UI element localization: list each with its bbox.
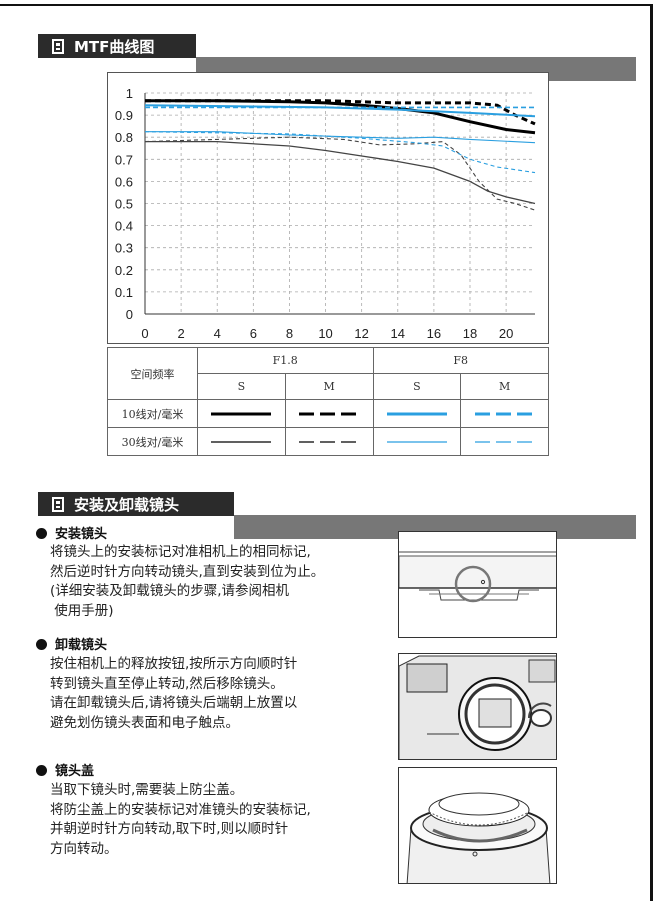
y-tick-label: 0 [126, 307, 133, 322]
y-tick-label: 0.5 [115, 197, 133, 212]
y-tick-label: 0.3 [115, 241, 133, 256]
y-tick-label: 0.2 [115, 263, 133, 278]
x-tick-label: 16 [427, 326, 441, 341]
sample-f8-s-30 [372, 427, 462, 456]
lens-cap-illustration [399, 768, 556, 883]
mtf-series-line [144, 104, 536, 118]
detach-subheading: 卸载镜头 [36, 634, 107, 653]
sample-f18-s-10 [197, 399, 286, 428]
detach-line: 请在卸载镜头后,请将镜头后端朝上放置以 [50, 695, 298, 711]
detach-line: 避免划伤镜头表面和电子触点。 [50, 714, 239, 731]
f8-s-header: S [372, 373, 462, 400]
mount-section-title: 安装及卸载镜头 [74, 495, 180, 514]
x-tick-label: 14 [391, 326, 405, 341]
sample-f18-s-30 [197, 427, 286, 456]
sample-f8-s-10 [372, 399, 462, 428]
detach-illustration [398, 653, 557, 760]
y-tick-label: 0.1 [115, 285, 133, 300]
mtf-series-line [145, 99, 536, 126]
x-tick-label: 4 [214, 326, 221, 341]
cap-text: 当取下镜头时,需要装上防尘盖。 将防尘盖上的安装标记对准镜头的安装标记, 并朝逆… [50, 781, 311, 859]
attach-line: 将镜头上的安装标记对准相机上的相同标记, [50, 544, 311, 560]
mount-section-header: 安装及卸载镜头 [38, 492, 234, 516]
x-tick-label: 0 [141, 326, 148, 341]
mtf-series-line [145, 131, 536, 144]
document-icon [52, 496, 64, 512]
cap-line: 并朝逆时针方向转动,取下时,则以顺时针 [50, 821, 289, 837]
sample-f8-m-10 [460, 399, 549, 428]
attach-text: 将镜头上的安装标记对准相机上的相同标记, 然后逆时针方向转动镜头,直到安装到位为… [50, 543, 324, 621]
attach-line: (详细安装及卸载镜头的步骤,请参阅相机 [50, 583, 290, 599]
y-tick-label: 0.6 [115, 174, 133, 189]
page-frame-right [650, 4, 653, 901]
bullet-icon [36, 528, 47, 539]
cap-line: 当取下镜头时,需要装上防尘盖。 [50, 782, 244, 798]
detach-text: 按住相机上的释放按钮,按所示方向顺时针 转到镜头直至停止转动,然后移除镜头。 请… [50, 655, 297, 733]
f18-s-header: S [197, 373, 286, 400]
page-frame-top [0, 4, 652, 6]
detach-line: 按住相机上的释放按钮,按所示方向顺时针 [50, 656, 298, 672]
cap-title: 镜头盖 [55, 764, 95, 779]
sample-f18-m-10 [284, 399, 374, 428]
x-tick-label: 20 [499, 326, 513, 341]
cap-illustration [398, 767, 557, 884]
y-tick-label: 0.9 [115, 108, 133, 123]
x-tick-label: 8 [286, 326, 293, 341]
bullet-icon [36, 765, 47, 776]
sample-f8-m-30 [460, 427, 549, 456]
mtf-series-line [144, 136, 536, 211]
detach-line: 转到镜头直至停止转动,然后移除镜头。 [50, 675, 284, 692]
detach-title: 卸载镜头 [55, 638, 108, 653]
attach-title: 安装镜头 [55, 527, 108, 542]
sample-f18-m-30 [284, 427, 374, 456]
mtf-section-title: MTF曲线图 [74, 37, 155, 56]
mtf-legend-table: 空间频率 F1.8 F8 S M S M 10线对/毫米 30线对/毫米 [107, 347, 549, 456]
bullet-icon [36, 639, 47, 650]
f18-m-header: M [284, 373, 374, 400]
f18-header: F1.8 [197, 347, 374, 374]
cap-line: 将防尘盖上的安装标记对准镜头的安装标记, [50, 801, 311, 818]
attach-subheading: 安装镜头 [36, 523, 107, 542]
y-tick-label: 0.7 [115, 152, 133, 167]
cap-subheading: 镜头盖 [36, 760, 94, 779]
f8-header: F8 [372, 347, 549, 374]
x-tick-label: 12 [354, 326, 368, 341]
y-tick-label: 1 [126, 86, 133, 101]
x-tick-label: 10 [318, 326, 332, 341]
cap-line: 方向转动。 [50, 840, 118, 857]
row-30lp-label: 30线对/毫米 [107, 427, 198, 456]
lens-mount-illustration [399, 532, 556, 637]
mtf-section-header: MTF曲线图 [38, 34, 196, 58]
freq-header: 空间频率 [107, 347, 198, 400]
attach-line: 然后逆时针方向转动镜头,直到安装到位为止。 [50, 563, 325, 580]
camera-body-illustration [399, 654, 556, 759]
y-tick-label: 0.8 [115, 130, 133, 145]
mtf-series-line [145, 140, 536, 205]
f8-m-header: M [460, 373, 549, 400]
document-icon [52, 38, 64, 54]
x-tick-label: 2 [177, 326, 184, 341]
x-tick-label: 18 [463, 326, 477, 341]
attach-line: 使用手册) [50, 602, 114, 619]
attach-illustration [398, 531, 557, 638]
x-tick-label: 6 [250, 326, 257, 341]
y-tick-label: 0.4 [115, 219, 133, 234]
row-10lp-label: 10线对/毫米 [107, 399, 198, 428]
